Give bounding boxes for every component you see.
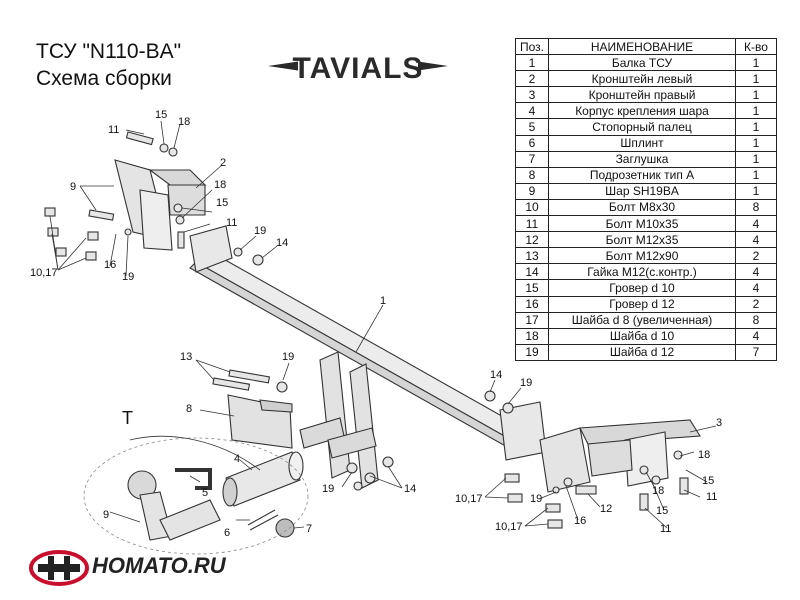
callout-13: 13: [180, 351, 192, 363]
callout-12: 12: [600, 503, 612, 515]
footer-site-name: HOMATO.RU: [92, 553, 226, 578]
towbar-beam: [189, 225, 547, 489]
callout-4: 4: [234, 453, 240, 465]
callout-1: 1: [380, 295, 386, 307]
callout-14-right: 14: [490, 369, 502, 381]
callout-16-right: 16: [574, 515, 586, 527]
row-name: Кронштейн правый: [548, 86, 736, 104]
row-position: 10: [515, 198, 549, 217]
left-bracket: [114, 159, 207, 251]
callout-3: 3: [716, 417, 722, 429]
tavials-logo: TAVIALS: [268, 48, 448, 85]
callout-19-top: 19: [254, 225, 266, 237]
fasteners-middle: [212, 369, 394, 491]
parts-table-header: Поз. НАИМЕНОВАНИЕ К-во: [515, 37, 777, 56]
row-position: 13: [515, 247, 549, 265]
row-name: Болт М12х35: [548, 231, 736, 249]
callout-10-17-right-bottom: 10,17: [495, 521, 523, 533]
row-position: 16: [515, 295, 549, 313]
tow-ball: [127, 470, 221, 541]
ball-housing: [222, 451, 304, 507]
cap: [275, 518, 295, 538]
callout-16-left: 16: [104, 259, 116, 271]
row-name: Шайба d 10: [548, 327, 736, 345]
callout-19-middle: 19: [282, 351, 294, 363]
title-model: ТСУ "N110-BA": [36, 40, 182, 63]
row-position: 18: [515, 327, 549, 345]
callout-11-top-left: 11: [108, 124, 119, 136]
cotter-pin: [247, 509, 279, 531]
callout-5: 5: [202, 487, 208, 499]
callout-10-17-right-top: 10,17: [455, 493, 483, 505]
leader-lines: [49, 120, 717, 529]
callout-18-bottom-right: 18: [652, 485, 664, 497]
row-position: 17: [515, 311, 549, 329]
callout-15-right: 15: [702, 475, 714, 487]
callout-19-right: 19: [520, 377, 532, 389]
header-position: Поз.: [515, 37, 549, 56]
fasteners-right: [484, 390, 689, 529]
title-subtitle: Схема сборки: [36, 67, 172, 90]
socket-bracket: [227, 394, 293, 449]
callout-19-right-bottom: 19: [530, 493, 542, 505]
callout-11-bottom-right: 11: [660, 523, 671, 535]
callout-18-left: 18: [214, 179, 226, 191]
callout-15-bottom-right: 15: [656, 505, 668, 517]
row-quantity: 7: [735, 343, 777, 361]
lock-pin: [175, 468, 212, 490]
right-bracket: [539, 419, 701, 493]
callout-11-left: 11: [226, 217, 237, 229]
row-name: Шайба d 8 (увеличенная): [548, 311, 736, 329]
row-position: 19: [515, 343, 549, 361]
callout-19-bottom: 19: [322, 483, 334, 495]
callout-18-right: 18: [698, 449, 710, 461]
drawing-title: ТСУ "N110-BA" Схема сборки: [36, 38, 181, 92]
callout-11-right: 11: [706, 491, 717, 503]
callout-labels: 1 2 3 4 5 6 7 8 9 9 10,17 10,17 10,17 11…: [30, 109, 722, 539]
callout-2: 2: [220, 157, 226, 169]
kit-outline: [83, 437, 309, 555]
callout-19-left: 19: [122, 271, 134, 283]
callout-6: 6: [224, 527, 230, 539]
callout-15-left: 15: [216, 197, 228, 209]
callout-15-top: 15: [155, 109, 167, 121]
callout-8: 8: [186, 403, 192, 415]
callout-9-left: 9: [70, 181, 76, 193]
row-quantity: 1: [735, 150, 777, 168]
callout-10-17-left: 10,17: [30, 267, 58, 279]
callout-14-middle: 14: [404, 483, 416, 495]
callout-kit-T: T: [122, 408, 133, 428]
homato-logo-icon: [29, 550, 89, 586]
row-position: 14: [515, 263, 549, 281]
row-name: Кронштейн левый: [548, 70, 736, 88]
callout-14-left: 14: [276, 237, 288, 249]
row-name: Шайба d 12: [548, 343, 736, 361]
callout-18-top: 18: [178, 116, 190, 128]
callout-7: 7: [306, 523, 312, 535]
logo-text: TAVIALS: [293, 52, 424, 85]
callout-9-ball: 9: [103, 509, 109, 521]
